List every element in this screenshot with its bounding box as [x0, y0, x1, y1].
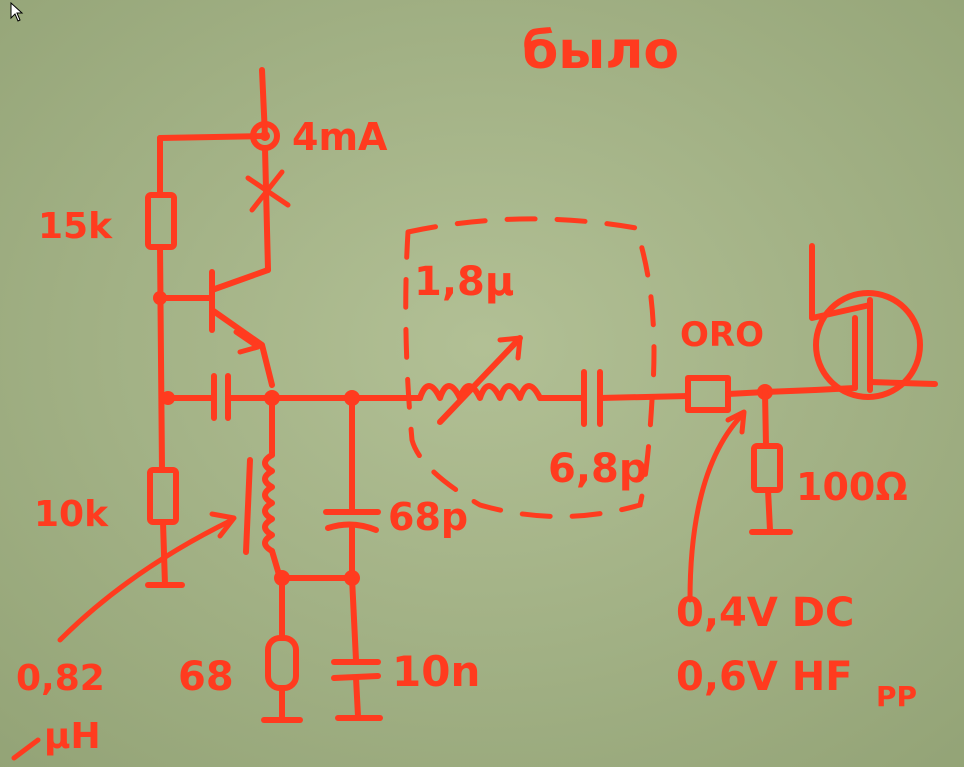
cap-bypass-label: 10n — [392, 647, 480, 696]
bypass-lower-wire — [353, 675, 361, 719]
divider-lower-wire — [160, 519, 168, 588]
r-top-label: 15k — [38, 206, 113, 247]
emitter-arrow — [233, 329, 261, 355]
mouse-cursor-icon — [10, 2, 24, 22]
break-mark-2 — [249, 169, 285, 213]
choke-value-label-2: µH — [44, 716, 101, 757]
resistor-emitter-label: 68 — [178, 654, 234, 700]
inductor-tuning-line — [437, 335, 523, 425]
choke-core-line — [243, 457, 253, 555]
load-upper-wire — [762, 389, 769, 449]
note-hf-sub-label: PP — [876, 680, 917, 713]
current-label: 4mA — [292, 115, 388, 159]
choke-value-label-1: 0,82 — [16, 658, 105, 699]
title-label: было — [522, 21, 679, 81]
bypass-upper-wire — [349, 575, 359, 663]
load-label: 100Ω — [796, 465, 908, 509]
shield-dashed-outline — [403, 216, 657, 519]
transistor-emitter — [209, 307, 275, 388]
top-rail-wire — [157, 133, 268, 141]
cap-series-label: 6,8p — [548, 446, 648, 492]
measure-arrow-line — [687, 412, 745, 603]
signal-wire-3 — [597, 393, 691, 401]
output-device-circle — [813, 290, 923, 400]
emitter-choke-coil — [262, 452, 275, 554]
choke-underline — [11, 737, 41, 761]
inductor-label: 1,8µ — [414, 259, 514, 305]
inductor-tuning-arrow — [497, 335, 523, 361]
drain-lead — [809, 243, 873, 321]
main-inductor-coil — [417, 383, 543, 401]
divider-middle-wire — [157, 244, 165, 473]
choke-arrow-head — [209, 511, 237, 539]
source-lead — [867, 379, 938, 387]
note-hf-label: 0,6V HF — [676, 654, 853, 700]
shunt-cap-plate-2 — [325, 521, 379, 533]
load-lower-wire — [765, 487, 773, 533]
collector-lead-wire — [262, 145, 271, 273]
r-bottom-label: 10k — [34, 494, 109, 535]
measure-arrow-head — [725, 409, 747, 435]
oro-label: ORO — [680, 315, 764, 355]
choke-arrow-line — [57, 517, 235, 643]
cap-shunt-label: 68p — [388, 495, 468, 539]
transistor-collector — [209, 267, 271, 293]
gate-wire — [812, 385, 858, 393]
note-dc-label: 0,4V DC — [676, 590, 854, 636]
signal-wire-5 — [762, 387, 818, 395]
supply-node-dot — [260, 131, 270, 141]
